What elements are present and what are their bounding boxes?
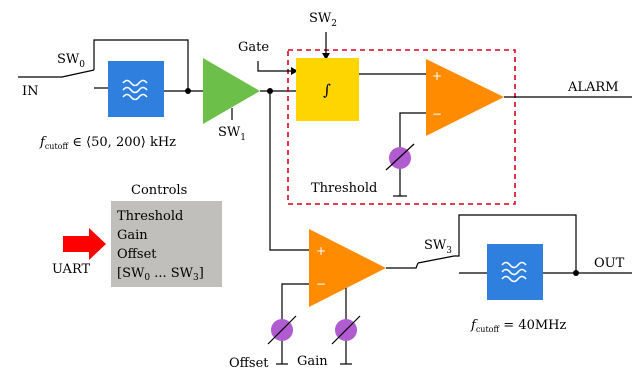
input-section: IN SW0 bbox=[18, 39, 189, 99]
lowpass-filter-icon bbox=[501, 261, 527, 283]
in-label: IN bbox=[22, 84, 39, 99]
sw3-bypass-wire bbox=[454, 214, 577, 273]
control-item: Threshold bbox=[117, 209, 183, 224]
sw0-contact bbox=[61, 69, 95, 78]
filter-2-block bbox=[487, 244, 543, 300]
gate-label: Gate bbox=[238, 40, 269, 55]
buffer-amplifier: SW1 bbox=[203, 58, 309, 251]
alarm-comparator-minus: − bbox=[432, 107, 442, 121]
potentiometer-icon bbox=[331, 315, 361, 345]
alarm-comparator-plus: + bbox=[432, 69, 442, 83]
threshold-label: Threshold bbox=[311, 181, 377, 196]
lowpass-filter-1: fcutoff ∈ ⟨50, 200⟩ kHz bbox=[39, 61, 203, 151]
sw0-label: SW0 bbox=[57, 52, 85, 70]
alarm-group: SW2 Gate ∫ + − Threshold ALARM bbox=[238, 11, 632, 205]
alarm-group-border bbox=[287, 49, 516, 205]
output-comparator bbox=[309, 229, 386, 307]
filter-1-block bbox=[108, 61, 164, 117]
output-comparator-plus: + bbox=[316, 244, 326, 258]
filter-2-cutoff-label: fcutoff = 40MHz bbox=[470, 318, 567, 334]
alarm-comparator bbox=[426, 59, 504, 136]
lowpass-filter-icon bbox=[122, 79, 148, 101]
out-label: OUT bbox=[594, 256, 625, 271]
filter-1-cutoff-label: fcutoff ∈ ⟨50, 200⟩ kHz bbox=[39, 135, 176, 151]
potentiometer-icon bbox=[385, 143, 415, 171]
integral-icon: ∫ bbox=[323, 81, 331, 99]
buffer-triangle bbox=[203, 58, 260, 124]
controls-title: Controls bbox=[131, 183, 187, 198]
control-item: Offset bbox=[117, 247, 157, 262]
sw1-label: SW1 bbox=[218, 125, 246, 143]
gain-label: Gain bbox=[297, 354, 328, 369]
integrator-block bbox=[296, 58, 359, 121]
right-arrow-icon bbox=[63, 228, 106, 260]
control-item-switches: [SW0 ... SW3] bbox=[117, 266, 204, 283]
gate-arrow-icon bbox=[291, 67, 298, 75]
output-comparator-section: + − Offset Gain SW3 OUT f bbox=[229, 214, 632, 370]
uart-label: UART bbox=[52, 262, 91, 277]
sw2-label: SW2 bbox=[309, 11, 337, 29]
control-item: Gain bbox=[117, 228, 148, 243]
sw0-bypass-wire bbox=[93, 39, 189, 91]
output-comparator-minus: − bbox=[316, 277, 326, 291]
sw2-arrow-icon bbox=[322, 53, 330, 60]
alarm-label: ALARM bbox=[567, 80, 619, 95]
sw3-label: SW3 bbox=[424, 238, 452, 256]
controls-panel: Controls Threshold Gain Offset [SW0 ... … bbox=[52, 183, 222, 287]
potentiometer-icon bbox=[267, 315, 297, 345]
sw3-contact bbox=[417, 255, 455, 264]
branch-wire bbox=[269, 91, 309, 251]
controls-box bbox=[111, 201, 222, 287]
offset-label: Offset bbox=[229, 356, 269, 370]
